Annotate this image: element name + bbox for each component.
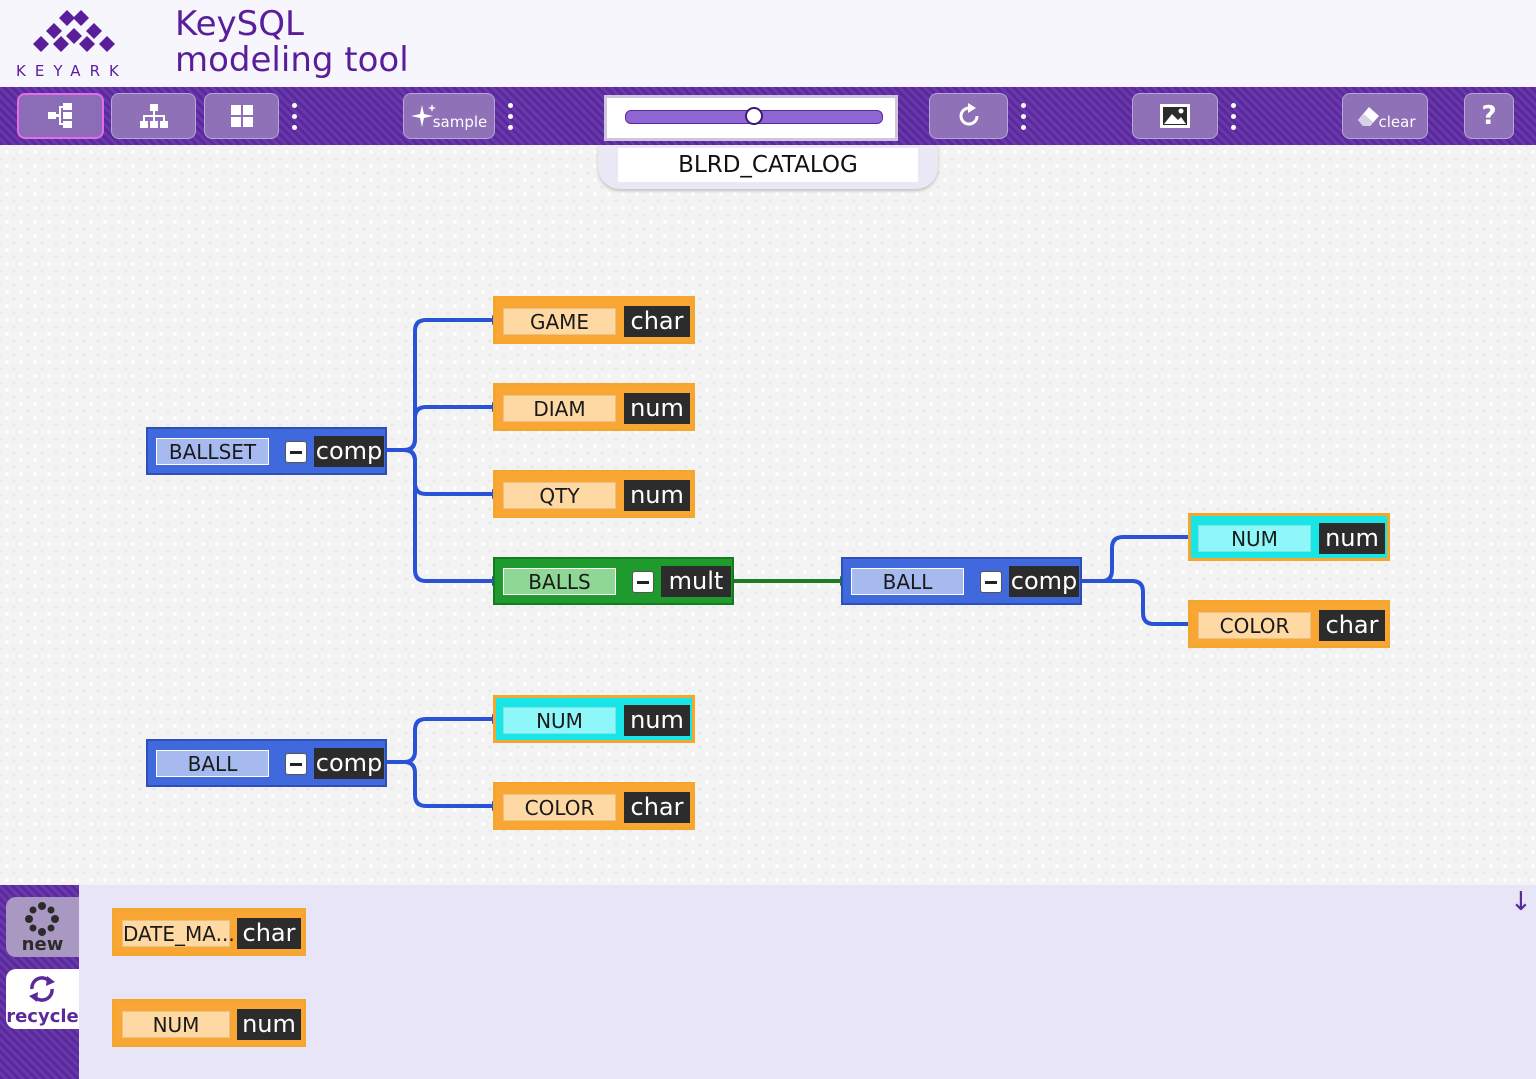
node-type: comp bbox=[314, 436, 384, 467]
node-label: NUM bbox=[503, 707, 616, 734]
node-color[interactable]: COLOR char bbox=[1188, 600, 1390, 648]
recycle-button[interactable]: recycle bbox=[6, 969, 79, 1029]
node-balls[interactable]: BALLS mult bbox=[493, 557, 734, 605]
sample-label: sample bbox=[432, 113, 488, 131]
node-label: NUM bbox=[122, 1011, 230, 1038]
collapse-toggle[interactable] bbox=[632, 571, 654, 593]
node-qty[interactable]: QTY num bbox=[493, 470, 695, 518]
org-chart-icon bbox=[139, 104, 168, 128]
model-name[interactable]: BLRD_CATALOG bbox=[618, 148, 918, 182]
sample-button[interactable]: sample bbox=[403, 93, 495, 139]
horizontal-tree-icon bbox=[47, 103, 72, 128]
zoom-slider[interactable] bbox=[604, 95, 898, 141]
edge-ball2-num bbox=[387, 714, 502, 764]
node-label: DATE_MA... bbox=[122, 920, 235, 947]
edge-ballset-game bbox=[387, 315, 502, 452]
node-label: BALL bbox=[156, 750, 269, 777]
node-label: BALLS bbox=[503, 568, 616, 595]
keyark-logo bbox=[14, 6, 144, 84]
app-header: KEYARK KeySQL modeling tool bbox=[0, 0, 1536, 87]
image-icon bbox=[1160, 104, 1190, 128]
bottom-palette: new recycle DATE_MA... char NUM num ↓ bbox=[0, 885, 1536, 1079]
grid-icon bbox=[230, 105, 253, 127]
node-type: char bbox=[624, 792, 690, 823]
node-ball-root[interactable]: BALL comp bbox=[146, 739, 387, 787]
refresh-icon bbox=[959, 103, 979, 126]
node-color[interactable]: COLOR char bbox=[493, 782, 695, 830]
model-title-tab: BLRD_CATALOG bbox=[598, 145, 938, 189]
node-type: char bbox=[237, 918, 301, 949]
node-ball-child[interactable]: BALL comp bbox=[841, 557, 1082, 605]
help-icon: ? bbox=[1481, 101, 1497, 131]
node-type: num bbox=[624, 393, 690, 424]
edge-ballset-diam bbox=[387, 402, 502, 452]
recycle-icon bbox=[29, 976, 55, 1002]
node-label: COLOR bbox=[503, 794, 616, 821]
edge-ball-num bbox=[1082, 532, 1198, 583]
node-type: char bbox=[1319, 610, 1385, 641]
image-menu-dots[interactable] bbox=[1230, 103, 1236, 131]
toolbar: sample clear ? bbox=[0, 87, 1536, 145]
sample-menu-dots[interactable] bbox=[507, 103, 513, 131]
model-canvas[interactable]: BALLSET comp GAME char DIAM num QTY num … bbox=[0, 145, 1536, 885]
new-button[interactable]: new bbox=[6, 897, 79, 957]
edge-ballset-balls bbox=[387, 448, 502, 586]
app-title-line1: KeySQL bbox=[175, 4, 304, 44]
node-type: comp bbox=[1009, 566, 1079, 597]
edge-ballset-qty bbox=[387, 448, 502, 499]
collapse-panel-arrow-icon[interactable]: ↓ bbox=[1510, 887, 1532, 917]
palette-item-date[interactable]: DATE_MA... char bbox=[112, 908, 306, 956]
refresh-button[interactable] bbox=[929, 93, 1008, 139]
edge-ball2-color bbox=[387, 760, 502, 811]
app-title: KeySQL modeling tool bbox=[175, 6, 409, 78]
node-num[interactable]: NUM num bbox=[493, 695, 695, 743]
recycle-label: recycle bbox=[6, 1006, 79, 1027]
node-type: comp bbox=[314, 748, 384, 779]
node-type: num bbox=[1319, 523, 1385, 554]
eraser-icon bbox=[1358, 107, 1380, 126]
edge-ball-color bbox=[1082, 579, 1198, 629]
node-diam[interactable]: DIAM num bbox=[493, 383, 695, 431]
node-type: num bbox=[624, 705, 690, 736]
clear-label: clear bbox=[1378, 113, 1416, 131]
palette-sidebar: new recycle bbox=[0, 885, 79, 1079]
vertical-tree-view-button[interactable] bbox=[111, 93, 196, 139]
node-type: num bbox=[237, 1009, 301, 1040]
collapse-toggle[interactable] bbox=[980, 571, 1002, 593]
node-type: char bbox=[624, 306, 690, 337]
new-label: new bbox=[21, 934, 64, 955]
refresh-menu-dots[interactable] bbox=[1020, 103, 1026, 131]
node-label: BALLSET bbox=[156, 438, 269, 465]
view-menu-dots[interactable] bbox=[291, 103, 297, 131]
node-ballset[interactable]: BALLSET comp bbox=[146, 427, 387, 475]
export-image-button[interactable] bbox=[1132, 93, 1218, 139]
logo-text: KEYARK bbox=[16, 62, 128, 80]
collapse-toggle[interactable] bbox=[285, 753, 307, 775]
node-game[interactable]: GAME char bbox=[493, 296, 695, 344]
node-num[interactable]: NUM num bbox=[1188, 513, 1390, 561]
new-node-icon bbox=[25, 902, 59, 936]
node-type: mult bbox=[661, 566, 731, 597]
app-title-line2: modeling tool bbox=[175, 40, 409, 80]
node-label: QTY bbox=[503, 482, 616, 509]
node-type: num bbox=[624, 480, 690, 511]
grid-view-button[interactable] bbox=[204, 93, 279, 139]
zoom-slider-knob[interactable] bbox=[745, 107, 763, 125]
node-label: COLOR bbox=[1198, 612, 1311, 639]
palette-item-num[interactable]: NUM num bbox=[112, 999, 306, 1047]
node-label: DIAM bbox=[503, 395, 616, 422]
connector-layer bbox=[387, 315, 1198, 811]
clear-button[interactable]: clear bbox=[1342, 93, 1428, 139]
horizontal-tree-view-button[interactable] bbox=[17, 93, 104, 139]
help-button[interactable]: ? bbox=[1464, 93, 1514, 139]
sparkle-icon bbox=[410, 104, 436, 127]
collapse-toggle[interactable] bbox=[285, 441, 307, 463]
node-label: GAME bbox=[503, 308, 616, 335]
node-label: NUM bbox=[1198, 525, 1311, 552]
node-label: BALL bbox=[851, 568, 964, 595]
